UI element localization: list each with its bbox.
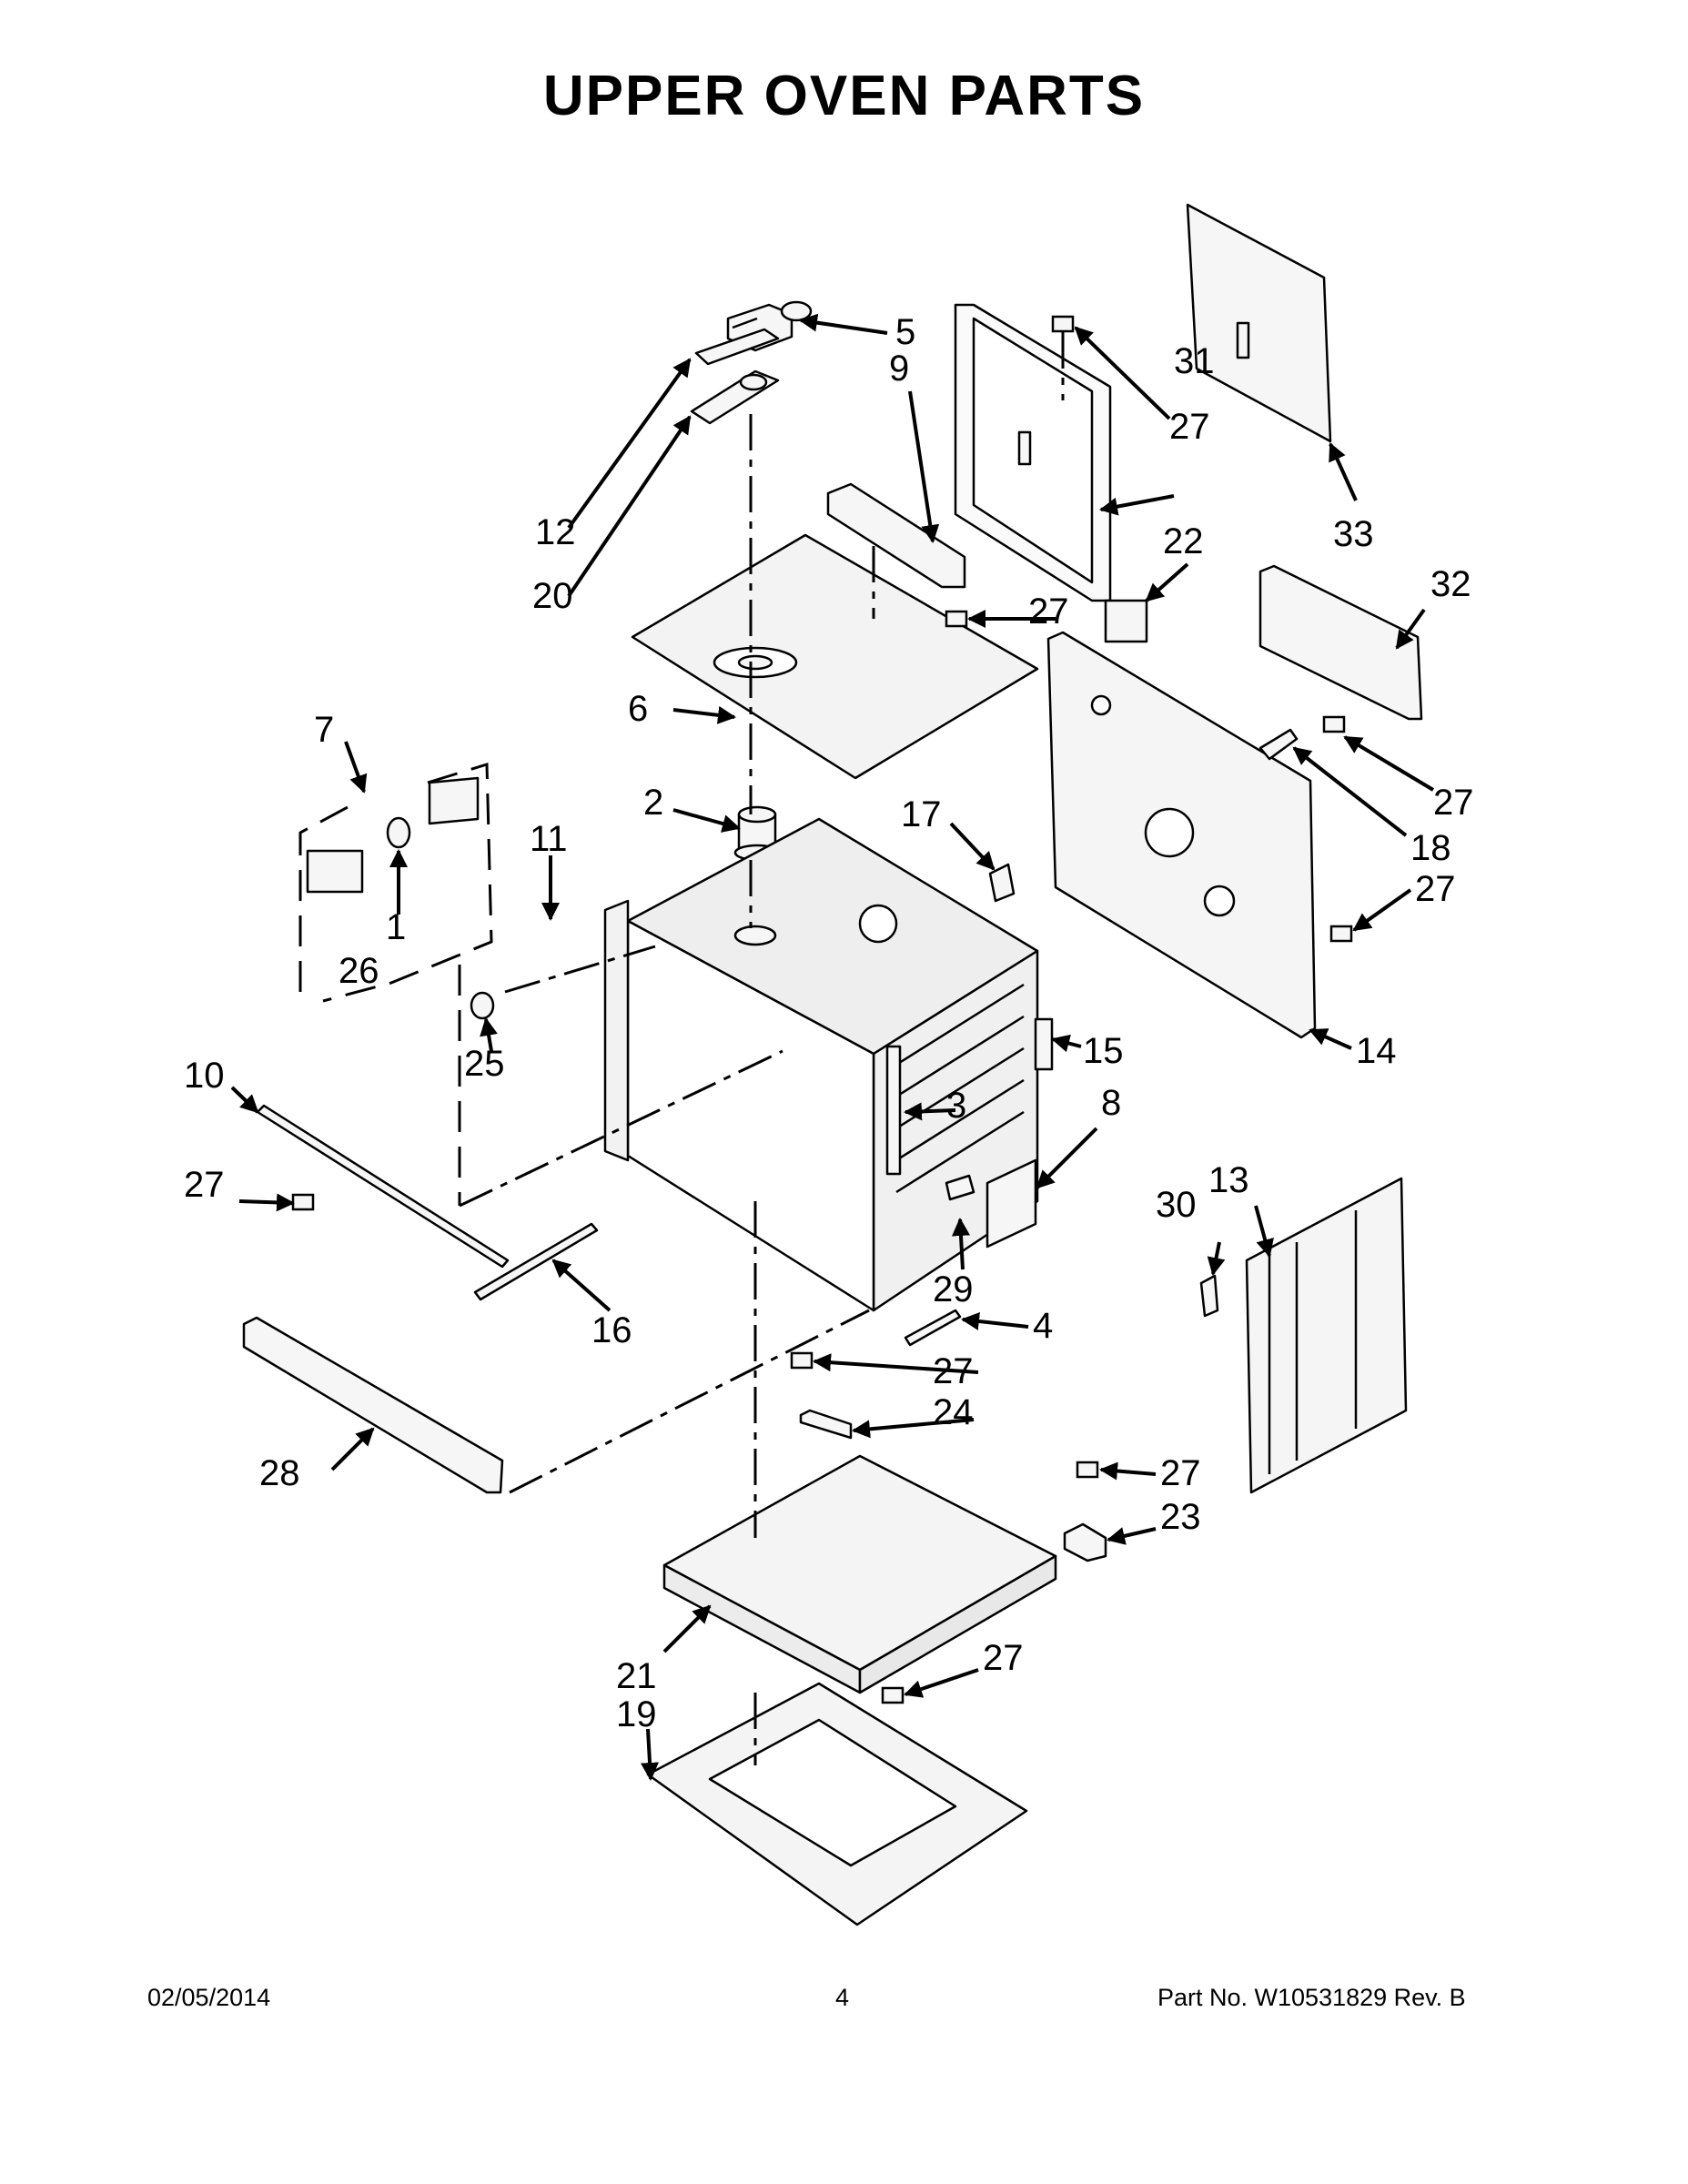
callout-16: 16 [591,1310,632,1350]
callout-19: 19 [616,1694,657,1734]
callout-7: 7 [314,710,334,750]
callout-6: 6 [628,689,648,729]
callout-3: 3 [946,1086,966,1126]
callout-33: 33 [1333,514,1374,554]
callout-8: 8 [1101,1083,1121,1123]
callout-9: 9 [889,349,909,389]
callout-28: 28 [259,1453,300,1493]
callout-27: 27 [1028,592,1069,632]
part-7-light-cover [428,776,480,825]
part-21-floor-panel [662,1454,1057,1694]
callout-31: 31 [1174,341,1215,381]
footer-page-number: 4 [835,1984,850,2011]
part-9-channel [826,482,966,589]
callout-5: 5 [895,312,915,352]
callout-18: 18 [1410,828,1451,868]
footer-part-number: Part No. W10531829 Rev. B [1157,1984,1466,2011]
callout-30: 30 [1156,1185,1197,1225]
part-19-bottom-panel [646,1682,1028,1926]
part-13-side-panel [1245,1177,1408,1494]
part-32-bracket [1258,564,1423,721]
callout-23: 23 [1160,1497,1201,1537]
leader-arrows [230,313,1435,1781]
callout-24: 24 [933,1392,974,1432]
part-23-bracket [1063,1522,1107,1562]
callout-11: 11 [530,819,568,859]
part-17-clip [988,863,1016,903]
callout-26: 26 [339,951,379,991]
footer-date: 02/05/2014 [147,1984,271,2011]
part-26-light-lens [306,849,364,894]
part-28-rail [242,1316,504,1494]
part-16-strip [473,1222,599,1301]
part-20-bracket [690,369,780,425]
callout-27: 27 [1433,783,1474,823]
part-12-bracket [694,328,780,366]
part-3-bracket [885,1045,902,1176]
callout-27: 27 [1415,869,1456,909]
callout-10: 10 [184,1056,225,1096]
part-6-top-panel [631,533,1039,780]
callout-14: 14 [1356,1031,1397,1071]
part-29-screw [945,1174,975,1201]
callout-32: 32 [1430,564,1471,604]
callout-1: 1 [386,907,406,947]
callout-22: 22 [1163,521,1204,561]
part-25-plug [470,991,495,1020]
callout-27: 27 [933,1351,974,1391]
callout-21: 21 [616,1656,657,1696]
callout-27: 27 [983,1638,1024,1678]
alignment-lines [459,332,1065,1765]
callout-25: 25 [464,1044,505,1084]
callout-13: 13 [1208,1160,1249,1200]
part-8-grille [986,1158,1037,1249]
callout-2: 2 [643,783,663,823]
callout-15: 15 [1083,1031,1124,1071]
callout-4: 4 [1033,1306,1053,1346]
callout-20: 20 [532,576,573,616]
callout-27: 27 [1160,1453,1201,1493]
part-14-side-panel [1046,631,1317,1039]
part-10-rail [256,1104,510,1269]
part-22-box [1104,599,1148,643]
part-4-bracket [904,1309,962,1347]
page-title: UPPER OVEN PARTS [542,65,1146,127]
part-24-bracket [799,1409,853,1440]
callout-17: 17 [901,794,942,834]
callout-27: 27 [184,1165,225,1205]
part-18-sensor [1258,728,1299,761]
oven-cavity [603,817,1039,1312]
callout-labels: 5 27 31 33 9 12 20 22 27 32 6 27 18 27 1… [184,312,1474,1734]
callout-29: 29 [933,1269,974,1309]
part-1-light-bulb [386,816,411,849]
callout-12: 12 [535,512,576,552]
part-31-back-frame [954,303,1112,602]
part-15-latch [1034,1017,1054,1071]
item-7-group-outline [298,762,493,1206]
part-30-clip [1199,1274,1219,1318]
callout-27: 27 [1169,407,1210,447]
part-33-back-panel [1186,203,1332,443]
